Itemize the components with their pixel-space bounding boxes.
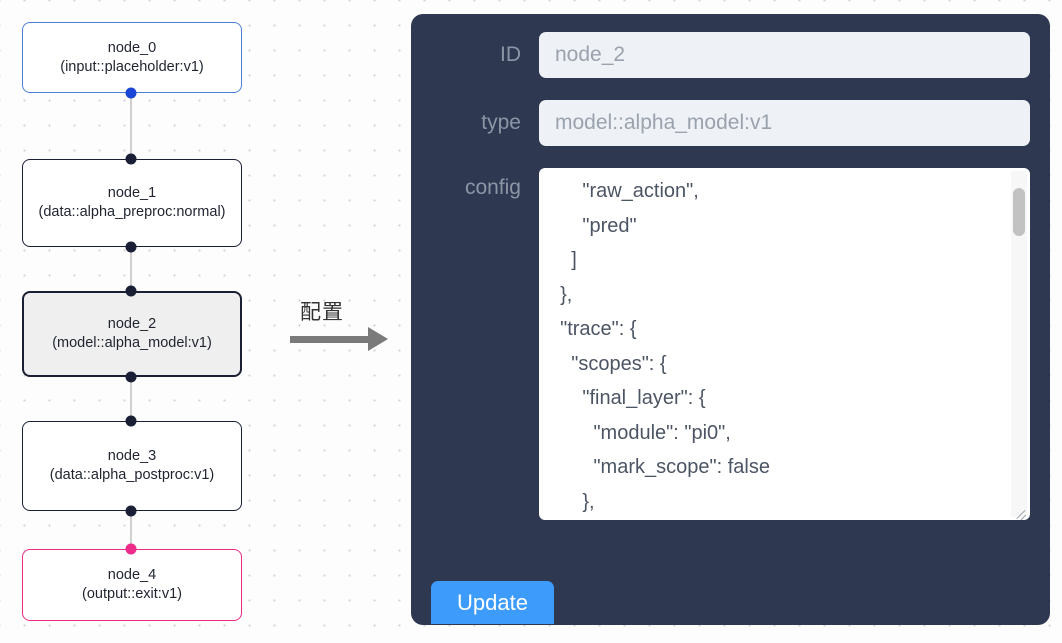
node-type-label: (model::alpha_model:v1): [52, 335, 212, 351]
config-field-row: config "raw_action", "pred" ] }, "trace"…: [431, 168, 1030, 521]
node-type-label: (data::alpha_postproc:v1): [49, 467, 215, 483]
node_3-output-port[interactable]: [125, 505, 137, 517]
node-type-label: (input::placeholder:v1): [60, 58, 204, 75]
id-field-label: ID: [500, 43, 521, 66]
node_2-output-port[interactable]: [125, 371, 137, 383]
node_1-output-port[interactable]: [125, 241, 137, 253]
edge-node1-node2: [130, 247, 132, 291]
annotation-caption: 配置: [300, 300, 344, 324]
edge-node0-node1: [130, 93, 132, 159]
node-id-label: node_1: [107, 185, 157, 201]
right-arrow-icon: [290, 336, 370, 343]
config-scrollbar[interactable]: [1011, 171, 1027, 517]
config-editor-wrap: "raw_action", "pred" ] }, "trace": { "sc…: [539, 168, 1030, 521]
resize-handle-icon[interactable]: [1012, 503, 1028, 521]
graph-node-node_2[interactable]: node_2 (model::alpha_model:v1): [22, 291, 242, 377]
node_0-output-port[interactable]: [125, 87, 137, 99]
config-annotation-arrow: 配置: [290, 296, 400, 360]
node-type-label: (output::exit:v1): [82, 586, 182, 602]
right-arrow-head-icon: [368, 327, 388, 351]
graph-node-node_0[interactable]: node_0 (input::placeholder:v1): [22, 22, 242, 93]
type-input[interactable]: [539, 100, 1030, 146]
type-field-row: type: [431, 100, 1030, 146]
node-id-label: node_0: [107, 39, 157, 56]
config-field-label: config: [464, 176, 521, 199]
graph-node-node_1[interactable]: node_1 (data::alpha_preproc:normal): [22, 159, 242, 247]
node-id-label: node_2: [107, 316, 157, 332]
id-input[interactable]: [539, 32, 1030, 78]
node-id-label: node_4: [107, 567, 157, 583]
edge-node2-node3: [130, 377, 132, 421]
type-field-label: type: [481, 111, 521, 134]
node_4-input-port[interactable]: [125, 543, 137, 555]
graph-node-node_3[interactable]: node_3 (data::alpha_postproc:v1): [22, 421, 242, 511]
config-textarea[interactable]: "raw_action", "pred" ] }, "trace": { "sc…: [539, 168, 1030, 520]
graph-node-node_4[interactable]: node_4 (output::exit:v1): [22, 549, 242, 621]
edge-node3-node4: [130, 511, 132, 549]
node_3-input-port[interactable]: [125, 415, 137, 427]
id-field-row: ID: [431, 32, 1030, 78]
update-button[interactable]: Update: [431, 581, 554, 624]
node_2-input-port[interactable]: [125, 285, 137, 297]
config-scrollbar-thumb[interactable]: [1013, 188, 1025, 236]
node-type-label: (data::alpha_preproc:normal): [38, 204, 226, 220]
node-id-label: node_3: [107, 448, 157, 464]
node_1-input-port[interactable]: [125, 153, 137, 165]
node-config-panel: ID type config "raw_action", "pred" ] },…: [411, 14, 1050, 625]
